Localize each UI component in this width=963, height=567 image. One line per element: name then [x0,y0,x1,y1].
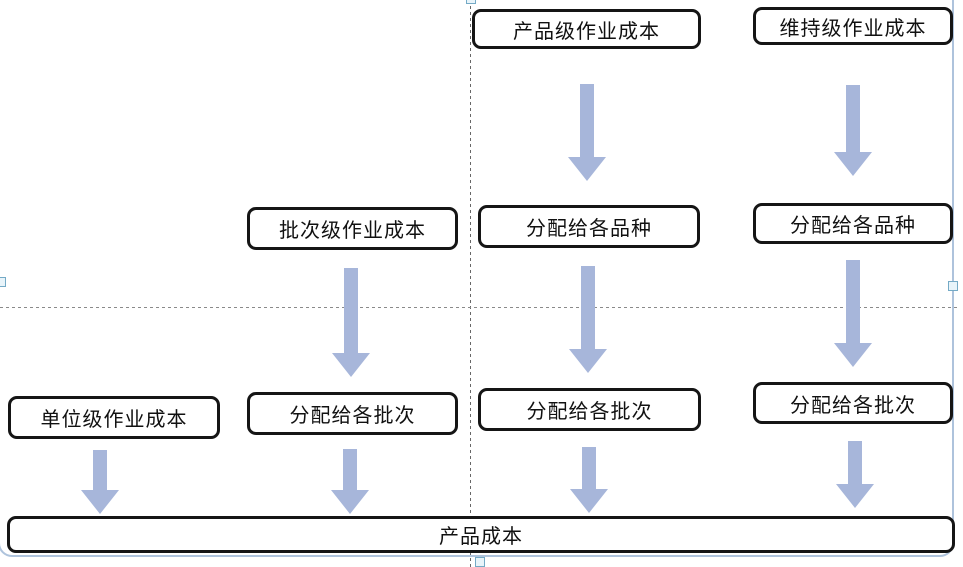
resize-handle-left[interactable] [0,277,6,287]
arrow-shaft [846,85,860,152]
arrow-head-icon [834,152,872,176]
resize-handle-bottom[interactable] [475,557,485,567]
box-allocate-to-batches-1[interactable]: 分配给各批次 [247,392,458,435]
box-label: 分配给各批次 [289,405,416,427]
down-arrow-unit-to-cost[interactable] [81,450,119,514]
box-product-level-activity-cost[interactable]: 产品级作业成本 [472,9,701,49]
vertical-dashed-guide [470,0,471,567]
arrow-head-icon [569,349,607,373]
arrow-head-icon [568,157,606,181]
arrow-shaft [848,441,862,484]
drawing-canvas-border[interactable] [0,0,954,557]
down-arrow-variety-to-batches-3[interactable] [834,260,872,367]
box-allocate-to-batches-2[interactable]: 分配给各批次 [478,388,701,431]
box-label: 维持级作业成本 [779,17,927,40]
down-arrow-batches1-to-cost[interactable] [331,449,369,514]
arrow-head-icon [331,490,369,514]
arrow-shaft [581,266,595,349]
arrow-head-icon [81,490,119,514]
down-arrow-product-to-variety[interactable] [568,84,606,181]
down-arrow-batches3-to-cost[interactable] [836,441,874,508]
down-arrow-batches2-to-cost[interactable] [570,447,608,513]
resize-handle-top[interactable] [466,0,476,4]
box-label: 批次级作业成本 [279,220,426,242]
box-label: 产品级作业成本 [513,20,660,43]
box-label: 单位级作业成本 [40,409,188,431]
box-sustaining-level-activity-cost[interactable]: 维持级作业成本 [753,7,953,45]
arrow-head-icon [834,343,872,367]
arrow-shaft [344,268,358,353]
arrow-shaft [582,447,596,489]
arrow-head-icon [836,484,874,508]
arrow-shaft [846,260,860,343]
arrow-shaft [343,449,357,490]
resize-handle-right[interactable] [948,281,958,291]
arrow-head-icon [570,489,608,513]
down-arrow-batch-to-batches-1[interactable] [332,268,370,377]
horizontal-dashed-guide [0,307,957,308]
box-label: 分配给各批次 [790,394,916,417]
box-label: 分配给各品种 [526,218,652,240]
down-arrow-sustain-to-variety[interactable] [834,85,872,176]
box-allocate-to-varieties-2[interactable]: 分配给各品种 [753,203,953,244]
down-arrow-variety-to-batches-2[interactable] [569,266,607,373]
arrow-shaft [93,450,107,490]
arrow-shaft [580,84,594,157]
box-unit-level-activity-cost[interactable]: 单位级作业成本 [8,396,220,439]
box-label: 分配给各批次 [526,401,653,423]
box-label: 分配给各品种 [790,215,916,237]
box-batch-level-activity-cost[interactable]: 批次级作业成本 [247,207,458,250]
box-allocate-to-batches-3[interactable]: 分配给各批次 [753,382,953,424]
box-allocate-to-varieties-1[interactable]: 分配给各品种 [478,205,700,248]
arrow-head-icon [332,353,370,377]
box-label: 产品成本 [439,526,523,548]
box-product-cost[interactable]: 产品成本 [7,516,955,553]
